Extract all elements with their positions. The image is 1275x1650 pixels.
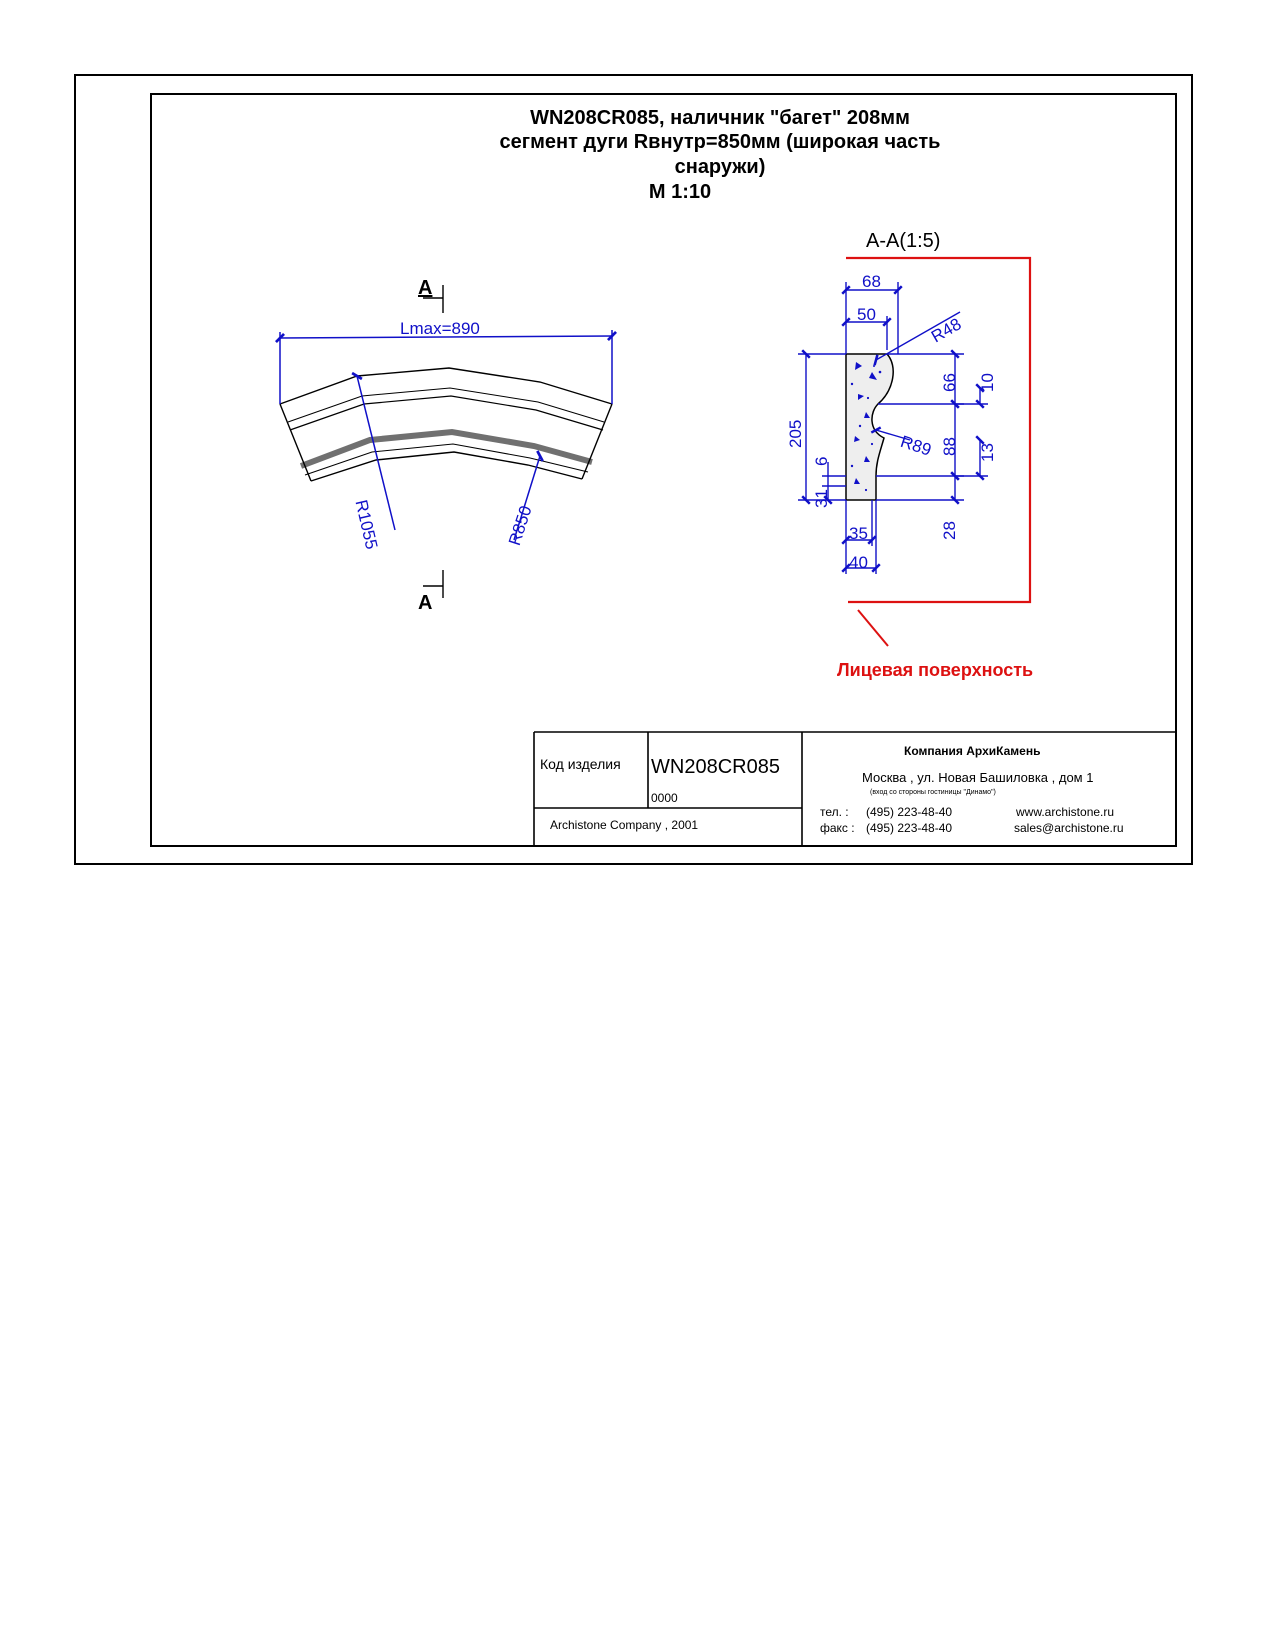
face-surface-label: Лицевая поверхность: [837, 660, 1034, 680]
dim-13: 13: [978, 443, 997, 462]
website-link[interactable]: www.archistone.ru: [1016, 805, 1115, 819]
dim-6: 6: [812, 456, 831, 466]
face-marker-leader: [857, 609, 889, 647]
address-note: (вход со стороны гостиницы "Динамо"): [870, 789, 996, 796]
dim-10: 10: [978, 373, 997, 392]
arc-outer-edge: [279, 367, 613, 405]
copyright-text: Archistone Company , 2001: [550, 818, 699, 832]
code-value: WN208CR085: [651, 756, 780, 778]
section-profile: [845, 353, 894, 501]
arc-end-right: [581, 403, 613, 480]
code-sub: 0000: [651, 791, 678, 805]
fax-label: факс :: [820, 821, 855, 835]
drawing-title-line-3: снаружи): [674, 156, 766, 178]
arc-line-5: [304, 443, 589, 476]
arc-view: [279, 367, 613, 482]
dim-31: 31: [812, 489, 831, 508]
section-marker-bottom: А: [418, 592, 433, 614]
technical-drawing: [275, 256, 1177, 847]
email-link[interactable]: sales@archistone.ru: [1014, 821, 1124, 835]
section-title: А-А(1:5): [866, 230, 941, 252]
dim-r1055-leader: [351, 371, 396, 531]
fax-number: (495) 223-48-40: [866, 821, 953, 835]
dim-28: 28: [940, 521, 959, 540]
company-name: Компания АрхиКамень: [904, 744, 1041, 758]
dim-lmax: [275, 330, 617, 404]
dim-66: 66: [940, 373, 959, 392]
arc-stripe: [299, 428, 593, 469]
sheet-inner-border: [150, 93, 1177, 847]
dim-68: 68: [862, 272, 881, 291]
company-address: Москва , ул. Новая Башиловка , дом 1: [862, 770, 1094, 785]
arc-line-3: [289, 395, 604, 431]
sheet-outer-border: [74, 74, 1193, 865]
phone-number: (495) 223-48-40: [866, 805, 953, 819]
arc-inner-edge: [310, 451, 583, 482]
code-label: Код изделия: [540, 756, 621, 772]
drawing-title-line-1: WN208CR085, наличник "багет" 208мм: [530, 107, 910, 129]
dim-40: 40: [849, 553, 868, 572]
phone-label: тел. :: [820, 805, 849, 819]
section-marker-top: А: [418, 277, 433, 299]
section-marker-lines: [423, 285, 444, 598]
dim-50: 50: [857, 305, 876, 324]
dim-205: 205: [786, 419, 805, 448]
dim-lmax-label: Lmax=890: [400, 319, 480, 338]
dim-88: 88: [940, 437, 959, 456]
face-marker-line: [846, 256, 1032, 604]
dim-r850-leader: [513, 450, 544, 541]
dim-35: 35: [849, 524, 868, 543]
drawing-scale: М 1:10: [648, 181, 712, 203]
title-block-frame: [533, 731, 1177, 847]
arc-end-left: [279, 403, 312, 482]
profile-aggregate: [850, 362, 882, 492]
drawing-title-line-2: сегмент дуги Rвнутр=850мм (широкая часть: [499, 131, 941, 153]
section-dimensions: [798, 282, 988, 574]
arc-line-2: [287, 387, 605, 423]
